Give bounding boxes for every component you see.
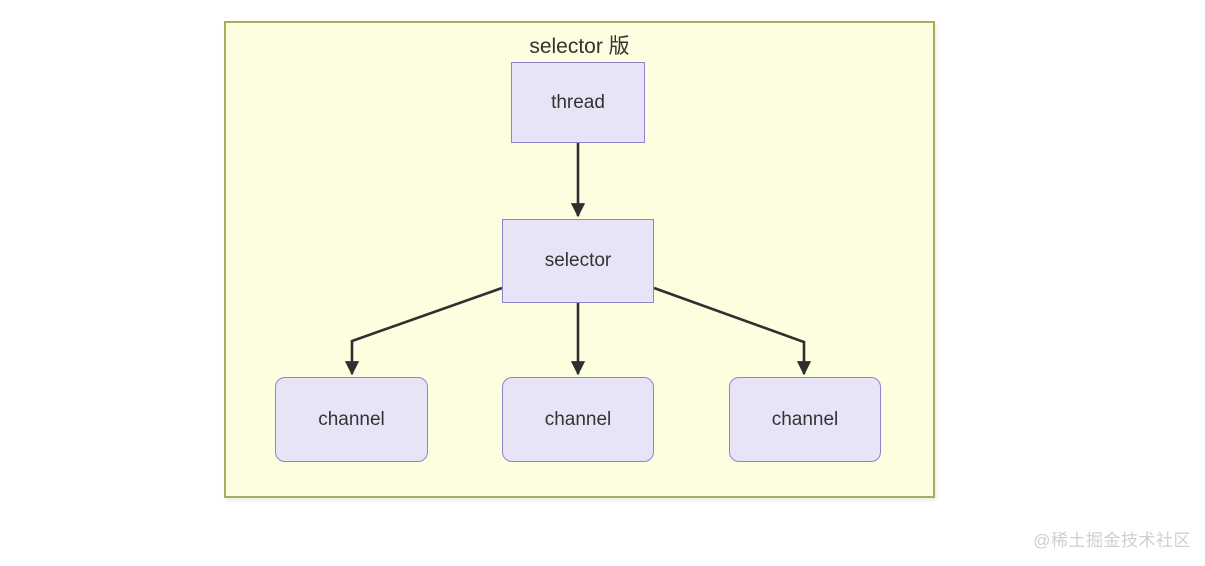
node-channel-3: channel — [729, 377, 881, 462]
node-channel-2: channel — [502, 377, 654, 462]
node-selector: selector — [502, 219, 654, 303]
node-channel-1-label: channel — [318, 408, 385, 430]
node-thread-label: thread — [551, 91, 605, 113]
edge-selector-channel-1 — [344, 286, 503, 376]
watermark: @稀土掘金技术社区 — [1033, 531, 1191, 550]
diagram-title: selector 版 — [529, 35, 630, 58]
node-selector-label: selector — [544, 250, 612, 271]
node-channel-3-label: channel — [771, 408, 839, 430]
node-thread: thread — [511, 62, 645, 143]
node-channel-1: channel — [275, 377, 428, 462]
edge-selector-channel-3 — [653, 286, 812, 376]
diagram-container: selector 版 thread selector channel chann… — [224, 21, 935, 498]
node-channel-2-label: channel — [544, 408, 612, 430]
